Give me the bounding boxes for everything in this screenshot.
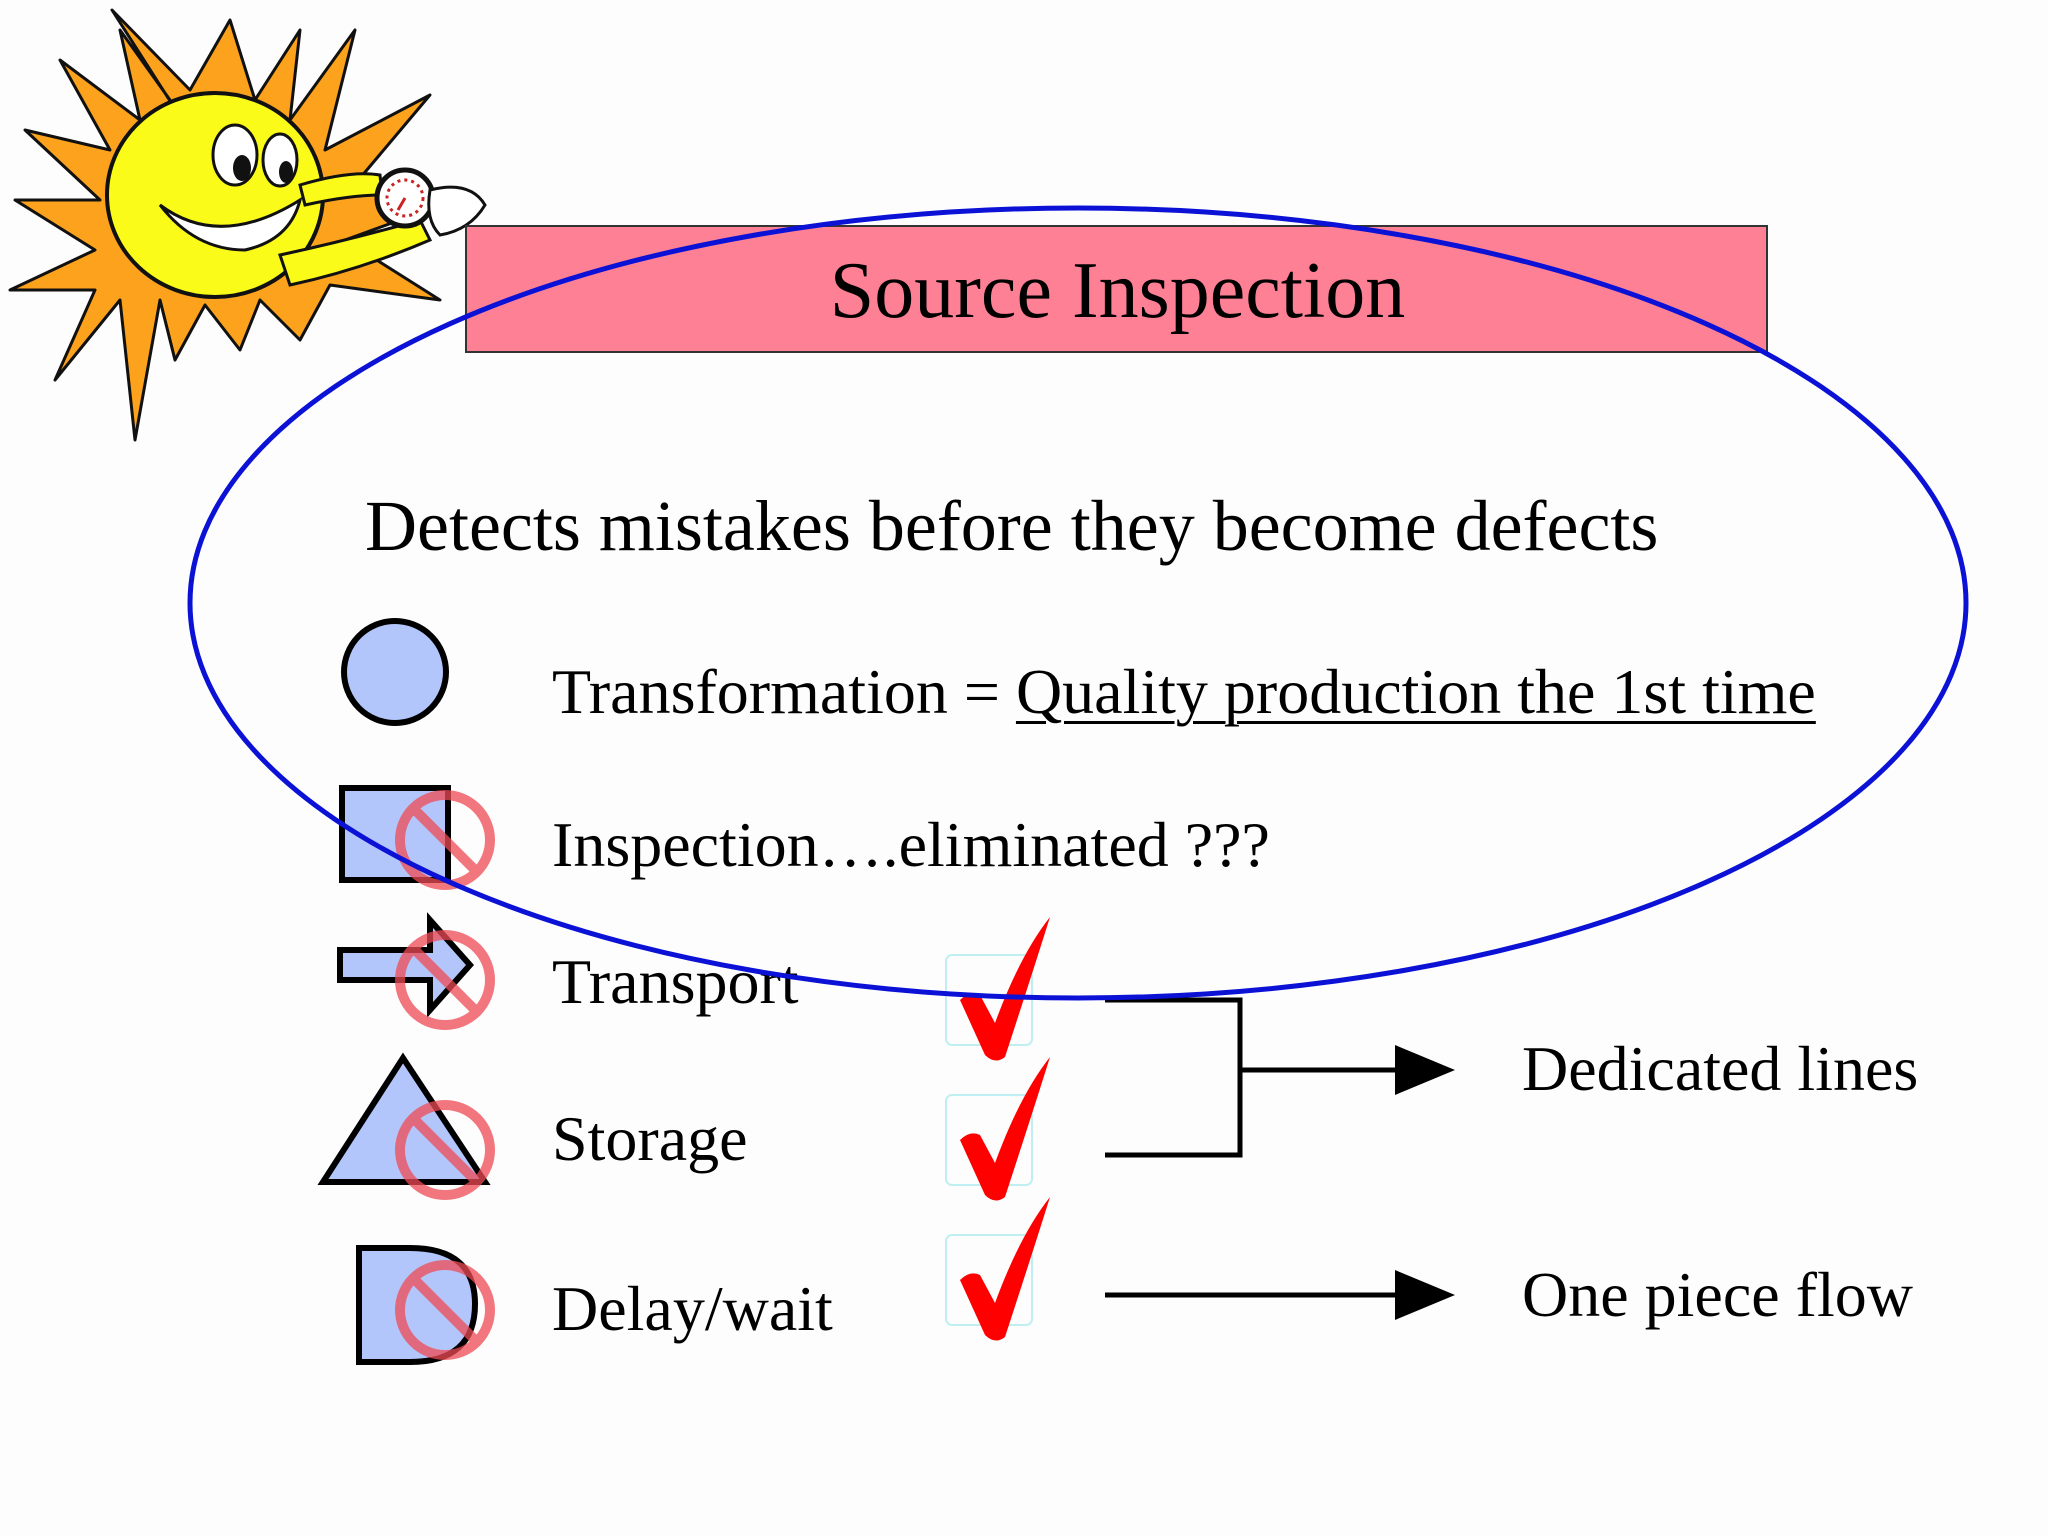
checkmark-icon [945,1197,1050,1341]
sun-right-pupil [279,161,293,183]
prohibit-icon [395,1100,495,1200]
checkmark-icon [945,1057,1050,1201]
outcome-one-piece-flow: One piece flow [1522,1259,1913,1330]
sun-left-pupil [233,155,251,181]
row-storage-label: Storage [552,1103,748,1174]
prohibit-icon [395,1260,495,1360]
bracket-connector [1105,997,1243,1158]
outcome-dedicated-lines: Dedicated lines [1522,1033,1919,1104]
row-delay-label: Delay/wait [552,1273,833,1344]
d-shape-delay-icon [356,1245,479,1365]
